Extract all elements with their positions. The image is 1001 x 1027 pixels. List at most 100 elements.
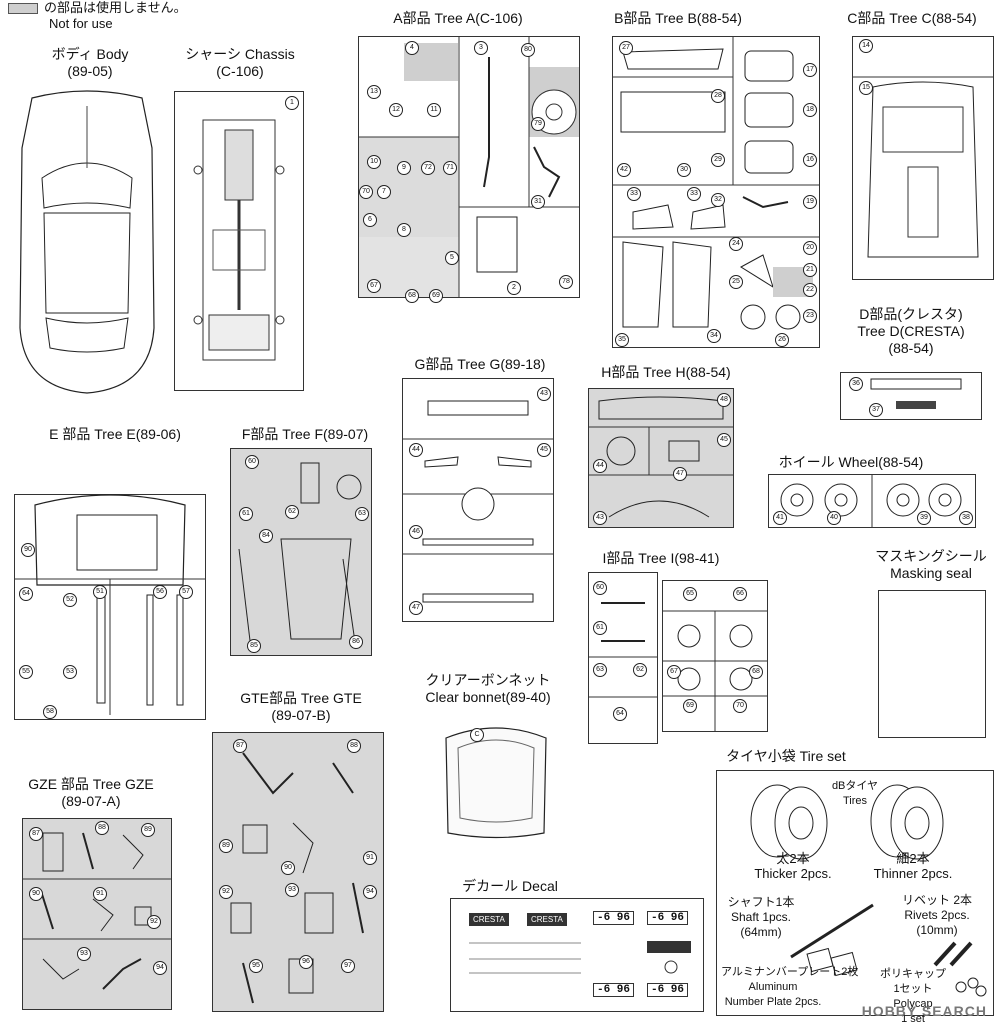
part-num: 61 xyxy=(593,621,607,635)
decal-label: デカール Decal xyxy=(462,878,558,894)
part-num: 2 xyxy=(507,281,521,295)
part-num: 93 xyxy=(77,947,91,961)
part-num: 19 xyxy=(803,195,817,209)
part-num: 64 xyxy=(19,587,33,601)
chassis-label: シャーシ Chassis(C-106) xyxy=(185,46,295,79)
part-num: 36 xyxy=(849,377,863,391)
rivets-drawing xyxy=(933,941,973,967)
part-num: 6 xyxy=(363,213,377,227)
tree-e-frame: 90 64 52 51 56 57 55 53 58 xyxy=(14,494,206,720)
part-num: 68 xyxy=(749,665,763,679)
part-num: 30 xyxy=(677,163,691,177)
tree-h-label: H部品 Tree H(88-54) xyxy=(601,364,731,380)
part-num: 7 xyxy=(377,185,391,199)
tree-e-label: E 部品 Tree E(89-06) xyxy=(49,426,181,442)
decal-cresta-2: CRESTA xyxy=(527,913,567,926)
part-num: 31 xyxy=(531,195,545,209)
part-num: 11 xyxy=(427,103,441,117)
part-num: 87 xyxy=(233,739,247,753)
body-label: ボディ Body(89-05) xyxy=(51,46,129,79)
part-num: 33 xyxy=(687,187,701,201)
part-num: 57 xyxy=(179,585,193,599)
part-num: 86 xyxy=(349,635,363,649)
shaft-drawing xyxy=(790,903,874,959)
part-num: 43 xyxy=(593,511,607,525)
decal-plate-1: -6 96 xyxy=(593,911,635,925)
part-num: 14 xyxy=(859,39,873,53)
tree-b-frame: 27 17 28 18 42 30 29 16 33 33 32 19 24 2… xyxy=(612,36,820,348)
part-num: 45 xyxy=(717,433,731,447)
tree-c-label: C部品 Tree C(88-54) xyxy=(847,10,977,26)
part-num: 9 xyxy=(397,161,411,175)
part-num: 63 xyxy=(355,507,369,521)
part-num: 79 xyxy=(531,117,545,131)
part-num: 91 xyxy=(363,851,377,865)
part-num: 35 xyxy=(615,333,629,347)
tree-gze-frame: 87 88 89 90 91 92 93 94 xyxy=(22,818,172,1010)
tree-gte-label: GTE部品 Tree GTE(89-07-B) xyxy=(240,690,362,723)
tree-i-label: I部品 Tree I(98-41) xyxy=(602,550,720,566)
legend-en: Not for use xyxy=(49,16,113,31)
part-num: 70 xyxy=(359,185,373,199)
part-num: 27 xyxy=(619,41,633,55)
part-num: 51 xyxy=(93,585,107,599)
part-num: 41 xyxy=(773,511,787,525)
part-num: 42 xyxy=(617,163,631,177)
tireset-label: タイヤ小袋 Tire set xyxy=(726,748,846,764)
part-num: 47 xyxy=(409,601,423,615)
part-num: 28 xyxy=(711,89,725,103)
part-num: 23 xyxy=(803,309,817,323)
part-num: 1 xyxy=(285,96,299,110)
part-num: 58 xyxy=(43,705,57,719)
part-num: 66 xyxy=(733,587,747,601)
part-num: 56 xyxy=(153,585,167,599)
part-num: 92 xyxy=(219,885,233,899)
part-num: 40 xyxy=(827,511,841,525)
watermark: HOBBY SEARCH xyxy=(861,1003,987,1019)
part-num: 92 xyxy=(147,915,161,929)
part-num: 88 xyxy=(95,821,109,835)
clear-bonnet-drawing xyxy=(445,727,547,839)
part-num: 89 xyxy=(141,823,155,837)
part-num: 12 xyxy=(389,103,403,117)
tree-i-left-frame: 60 61 63 62 64 xyxy=(588,572,658,744)
part-num: 91 xyxy=(93,887,107,901)
polycap-drawing xyxy=(955,977,987,997)
part-num: 47 xyxy=(673,467,687,481)
masking-seal-sheet xyxy=(878,590,986,738)
wheel-frame: 41 40 39 38 xyxy=(768,474,976,528)
part-num: 16 xyxy=(803,153,817,167)
part-num: 45 xyxy=(537,443,551,457)
part-num: 93 xyxy=(285,883,299,897)
part-num: 61 xyxy=(239,507,253,521)
tree-g-label: G部品 Tree G(89-18) xyxy=(414,356,546,372)
part-num: 63 xyxy=(593,663,607,677)
part-num: 85 xyxy=(247,639,261,653)
part-num: 95 xyxy=(249,959,263,973)
part-num: 10 xyxy=(367,155,381,169)
part-num: 72 xyxy=(421,161,435,175)
part-num: 97 xyxy=(341,959,355,973)
part-num: 29 xyxy=(711,153,725,167)
part-num: 44 xyxy=(593,459,607,473)
decal-plate-2: -6 96 xyxy=(647,911,689,925)
body-drawing xyxy=(19,90,155,394)
part-num: 80 xyxy=(521,43,535,57)
part-num: 26 xyxy=(775,333,789,347)
part-num: 53 xyxy=(63,665,77,679)
part-num: 48 xyxy=(717,393,731,407)
part-num: 39 xyxy=(917,511,931,525)
part-num: 55 xyxy=(19,665,33,679)
tree-d-frame: 36 37 xyxy=(840,372,982,420)
part-num: 60 xyxy=(245,455,259,469)
part-num: 20 xyxy=(803,241,817,255)
bonnet-mark: C xyxy=(470,728,484,742)
tree-gze-label: GZE 部品 Tree GZE(89-07-A) xyxy=(28,776,154,809)
